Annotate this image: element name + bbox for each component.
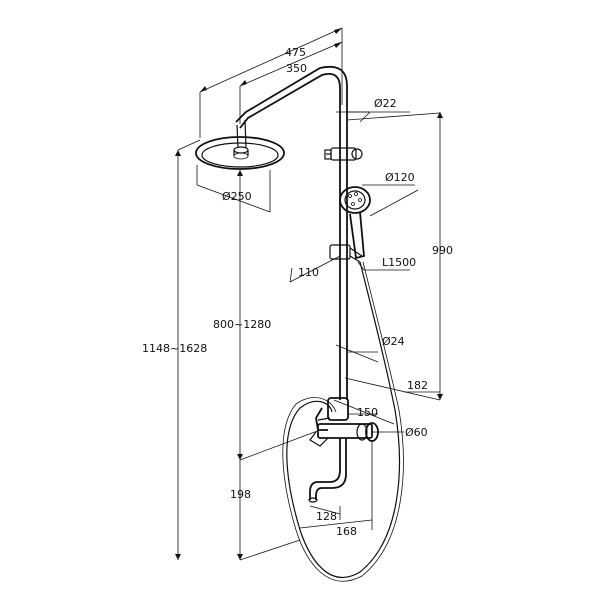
dim-slide-offset: 110 xyxy=(298,266,319,279)
upper-wall-bracket xyxy=(324,147,363,161)
dimension-ticks xyxy=(175,28,443,560)
dim-outlet-dia: Ø60 xyxy=(405,426,428,439)
hand-shower xyxy=(339,186,371,260)
rain-shower-head xyxy=(195,136,285,170)
shower-hose xyxy=(282,261,404,582)
dimension-lines xyxy=(177,27,441,561)
dim-head-height: 800~1280 xyxy=(213,318,271,331)
dim-spout-reach: 128 xyxy=(316,510,337,523)
bath-spout xyxy=(308,438,347,503)
overhead-arm xyxy=(235,65,348,149)
dim-head-dia: Ø250 xyxy=(222,190,252,203)
riser-pipe xyxy=(339,108,348,400)
dim-mixer-width: 150 xyxy=(357,406,378,419)
dim-hose-length: L1500 xyxy=(382,256,416,269)
slide-holder xyxy=(329,244,363,263)
dim-riser-dia: Ø24 xyxy=(382,335,405,348)
dim-center-distance: 168 xyxy=(336,525,357,538)
dim-overall-height: 1148~1628 xyxy=(142,342,207,355)
dim-total-width: 475 xyxy=(285,46,306,59)
dim-spout-height: 198 xyxy=(230,488,251,501)
dim-bar-height: 990 xyxy=(432,244,453,257)
dim-pipe-dia: Ø22 xyxy=(374,97,397,110)
dim-arm-length: 350 xyxy=(286,62,307,75)
dim-depth: 182 xyxy=(407,379,428,392)
dim-hand-dia: Ø120 xyxy=(385,171,415,184)
